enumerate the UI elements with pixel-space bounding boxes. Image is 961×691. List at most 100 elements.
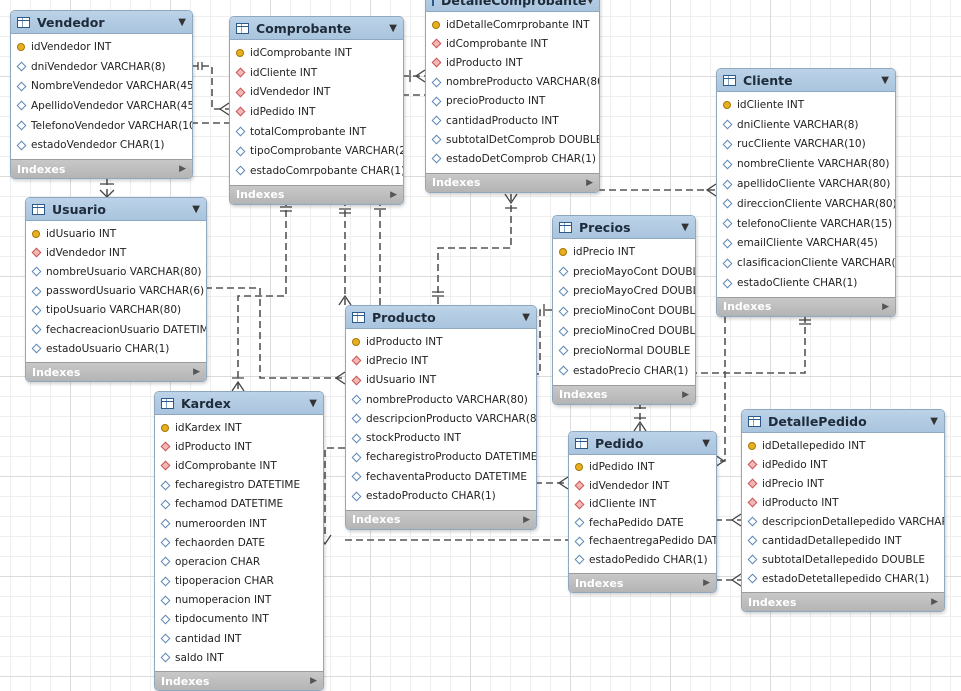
cliente-header[interactable]: Cliente▼ — [717, 69, 895, 92]
column-row[interactable]: precioMayoCont DOUBLE — [553, 262, 695, 282]
expand-arrow-icon[interactable]: ▶ — [310, 676, 317, 687]
usuario-header[interactable]: Usuario▼ — [26, 198, 206, 221]
collapse-arrow-icon[interactable]: ▼ — [702, 437, 710, 449]
column-row[interactable]: dniVendedor VARCHAR(8) — [11, 57, 192, 77]
collapse-arrow-icon[interactable]: ▼ — [309, 397, 317, 409]
vendedor-header[interactable]: Vendedor▼ — [11, 11, 192, 34]
detallecomprobante-indexes-bar[interactable]: Indexes▶ — [426, 172, 599, 192]
collapse-arrow-icon[interactable]: ▼ — [178, 16, 186, 28]
column-row[interactable]: cantidadDetallepedido INT — [742, 531, 944, 550]
column-row[interactable]: idUsuario INT — [346, 371, 536, 390]
kardex-header[interactable]: Kardex▼ — [155, 392, 323, 415]
column-row[interactable]: subtotalDetComprob DOUBLE — [426, 130, 599, 149]
producto-indexes-bar[interactable]: Indexes▶ — [346, 509, 536, 529]
collapse-arrow-icon[interactable]: ▼ — [192, 203, 200, 215]
column-row[interactable]: descripcionDetallepedido VARCHAR... — [742, 512, 944, 531]
column-row[interactable]: clasificacionCliente VARCHAR(... — [717, 253, 895, 273]
column-row[interactable]: emailCliente VARCHAR(45) — [717, 234, 895, 254]
column-row[interactable]: estadoUsuario CHAR(1) — [26, 339, 206, 358]
column-row[interactable]: idPrecio INT — [346, 351, 536, 370]
column-row[interactable]: estadoVendedor CHAR(1) — [11, 135, 192, 155]
column-row[interactable]: precioMinoCred DOUBLE — [553, 321, 695, 341]
column-row[interactable]: fecharegistroProducto DATETIME — [346, 448, 536, 467]
column-row[interactable]: cantidad INT — [155, 629, 323, 648]
column-row[interactable]: idPrecio INT — [553, 242, 695, 262]
collapse-arrow-icon[interactable]: ▼ — [681, 221, 689, 233]
cliente-indexes-bar[interactable]: Indexes▶ — [717, 296, 895, 316]
pedido-header[interactable]: Pedido▼ — [569, 432, 716, 455]
collapse-arrow-icon[interactable]: ▼ — [586, 0, 595, 6]
collapse-arrow-icon[interactable]: ▼ — [930, 415, 938, 427]
column-row[interactable]: fecharegistro DATETIME — [155, 476, 323, 495]
column-row[interactable]: saldo INT — [155, 648, 323, 667]
pedido-indexes-bar[interactable]: Indexes▶ — [569, 573, 716, 592]
expand-arrow-icon[interactable]: ▶ — [882, 301, 889, 312]
column-row[interactable]: subtotalDetallepedido DOUBLE — [742, 550, 944, 569]
column-row[interactable]: idComprobante INT — [155, 456, 323, 475]
column-row[interactable]: idProducto INT — [346, 332, 536, 351]
column-row[interactable]: idDetalleComrprobante INT — [426, 15, 599, 34]
collapse-arrow-icon[interactable]: ▼ — [522, 311, 530, 323]
precios-indexes-bar[interactable]: Indexes▶ — [553, 384, 695, 404]
detallecomprobante-header[interactable]: DetalleComprobante▼ — [426, 0, 599, 12]
expand-arrow-icon[interactable]: ▶ — [703, 578, 710, 588]
column-row[interactable]: idCliente INT — [717, 95, 895, 115]
column-row[interactable]: idVendedor INT — [230, 82, 403, 102]
column-row[interactable]: idCliente INT — [230, 63, 403, 83]
expand-arrow-icon[interactable]: ▶ — [682, 389, 689, 400]
column-row[interactable]: passwordUsuario VARCHAR(6) — [26, 282, 206, 301]
column-row[interactable]: idPedido INT — [742, 455, 944, 474]
column-row[interactable]: fechaPedido DATE — [569, 514, 716, 533]
column-row[interactable]: operacion CHAR — [155, 552, 323, 571]
expand-arrow-icon[interactable]: ▶ — [390, 189, 397, 200]
column-row[interactable]: numoperacion INT — [155, 591, 323, 610]
column-row[interactable]: nombreUsuario VARCHAR(80) — [26, 262, 206, 281]
column-row[interactable]: estadoComrpobante CHAR(1) — [230, 161, 403, 181]
vendedor-indexes-bar[interactable]: Indexes▶ — [11, 159, 192, 179]
column-row[interactable]: idVendedor INT — [569, 477, 716, 496]
column-row[interactable]: idVendedor INT — [26, 243, 206, 262]
column-row[interactable]: idCliente INT — [569, 495, 716, 514]
expand-arrow-icon[interactable]: ▶ — [193, 367, 200, 378]
column-row[interactable]: tipoperacion CHAR — [155, 572, 323, 591]
expand-arrow-icon[interactable]: ▶ — [931, 597, 938, 607]
column-row[interactable]: fechaentregaPedido DATE — [569, 532, 716, 551]
column-row[interactable]: idVendedor INT — [11, 37, 192, 57]
expand-arrow-icon[interactable]: ▶ — [586, 177, 593, 188]
column-row[interactable]: idUsuario INT — [26, 224, 206, 243]
column-row[interactable]: idProducto INT — [742, 493, 944, 512]
column-row[interactable]: descripcionProducto VARCHAR(80) — [346, 409, 536, 428]
column-row[interactable]: fechaventaProducto DATETIME — [346, 467, 536, 486]
column-row[interactable]: fechaorden DATE — [155, 533, 323, 552]
column-row[interactable]: idKardex INT — [155, 418, 323, 437]
expand-arrow-icon[interactable]: ▶ — [523, 514, 530, 525]
column-row[interactable]: cantidadProducto INT — [426, 111, 599, 130]
column-row[interactable]: direccionCliente VARCHAR(80) — [717, 194, 895, 214]
comprobante-indexes-bar[interactable]: Indexes▶ — [230, 184, 403, 204]
column-row[interactable]: telefonoCliente VARCHAR(15) — [717, 214, 895, 234]
column-row[interactable]: idProducto INT — [155, 437, 323, 456]
column-row[interactable]: estadoPedido CHAR(1) — [569, 551, 716, 570]
detallepedido-indexes-bar[interactable]: Indexes▶ — [742, 592, 944, 611]
column-row[interactable]: nombreProducto VARCHAR(80) — [426, 73, 599, 92]
column-row[interactable]: estadoPrecio CHAR(1) — [553, 361, 695, 381]
column-row[interactable]: totalComprobante INT — [230, 122, 403, 142]
column-row[interactable]: precioMayoCred DOUBLE — [553, 282, 695, 302]
detallepedido-header[interactable]: DetallePedido▼ — [742, 410, 944, 433]
comprobante-header[interactable]: Comprobante▼ — [230, 17, 403, 40]
column-row[interactable]: idComprobante INT — [230, 43, 403, 63]
column-row[interactable]: idPrecio INT — [742, 474, 944, 493]
column-row[interactable]: fechamod DATETIME — [155, 495, 323, 514]
column-row[interactable]: precioMinoCont DOUBLE — [553, 301, 695, 321]
precios-header[interactable]: Precios▼ — [553, 216, 695, 239]
column-row[interactable]: idProducto INT — [426, 53, 599, 72]
column-row[interactable]: tipoComprobante VARCHAR(20) — [230, 141, 403, 161]
column-row[interactable]: precioNormal DOUBLE — [553, 341, 695, 361]
usuario-indexes-bar[interactable]: Indexes▶ — [26, 362, 206, 382]
